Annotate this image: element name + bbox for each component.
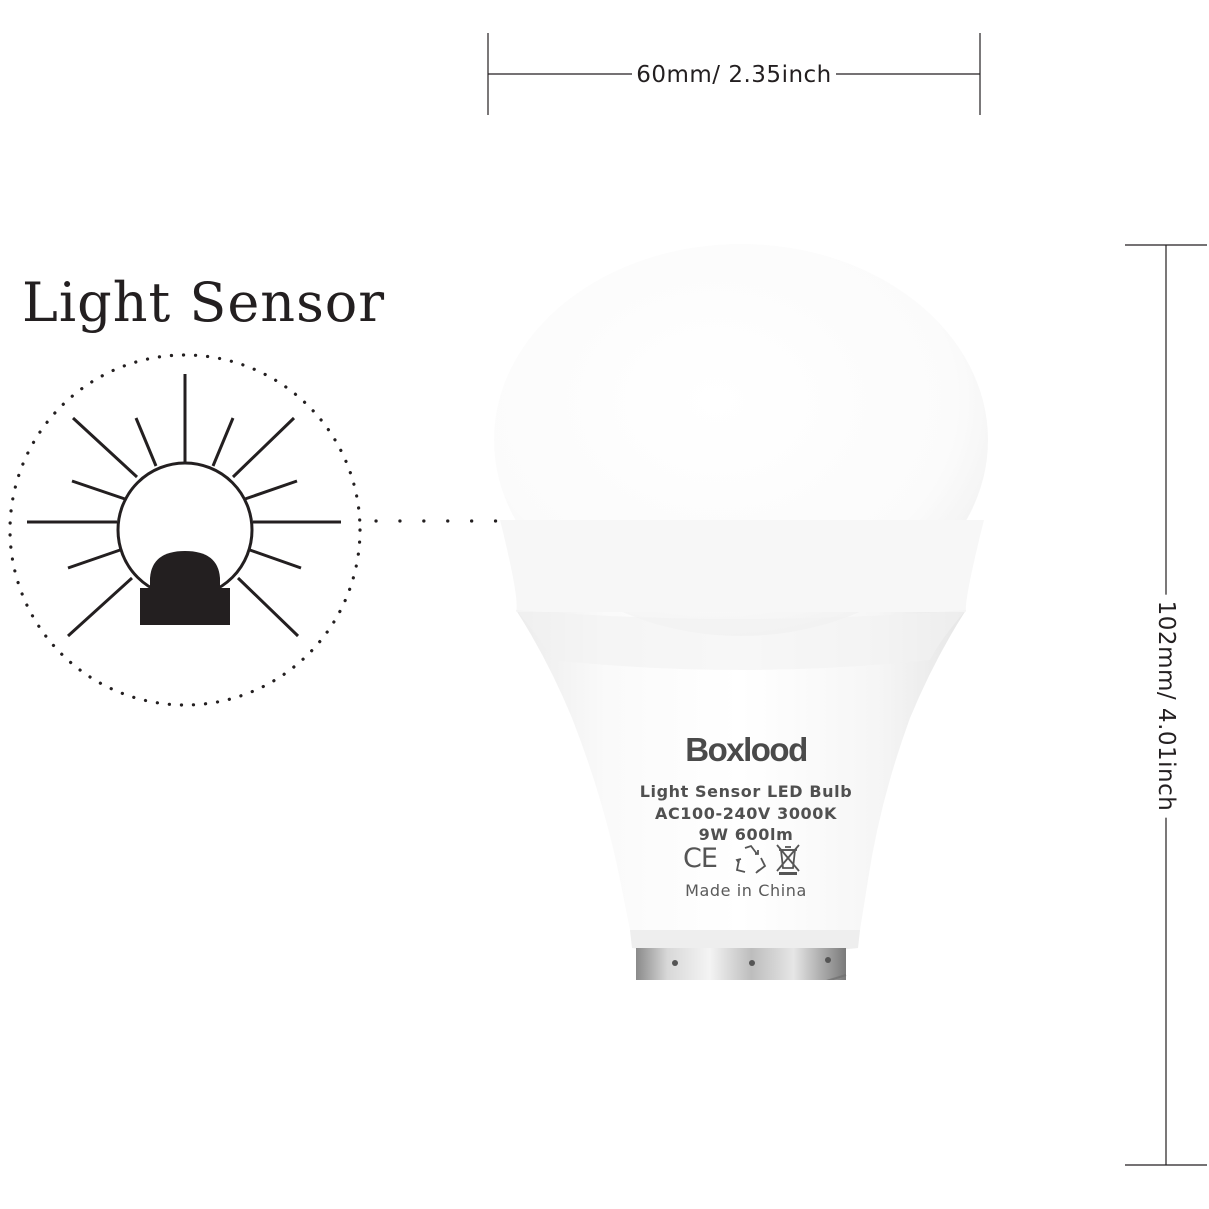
weee-crossed-bin-icon <box>776 844 800 875</box>
led-bulb-image <box>494 244 988 980</box>
light-sensor-heading: Light Sensor <box>22 271 386 334</box>
made-in-label: Made in China <box>685 881 807 900</box>
brand-logo-text: Boxlood <box>685 731 808 768</box>
recycle-icon <box>735 844 767 874</box>
ce-mark: CE <box>683 843 718 874</box>
bulb-spec-line-2: AC100-240V 3000K <box>654 804 838 823</box>
bulb-spec-line-1: Light Sensor LED Bulb <box>639 782 853 801</box>
light-sensor-sun-icon <box>8 353 654 707</box>
bulb-spec-line-3: 9W 600lm <box>698 825 794 844</box>
width-dimension-label: 60mm/ 2.35inch <box>488 60 980 90</box>
